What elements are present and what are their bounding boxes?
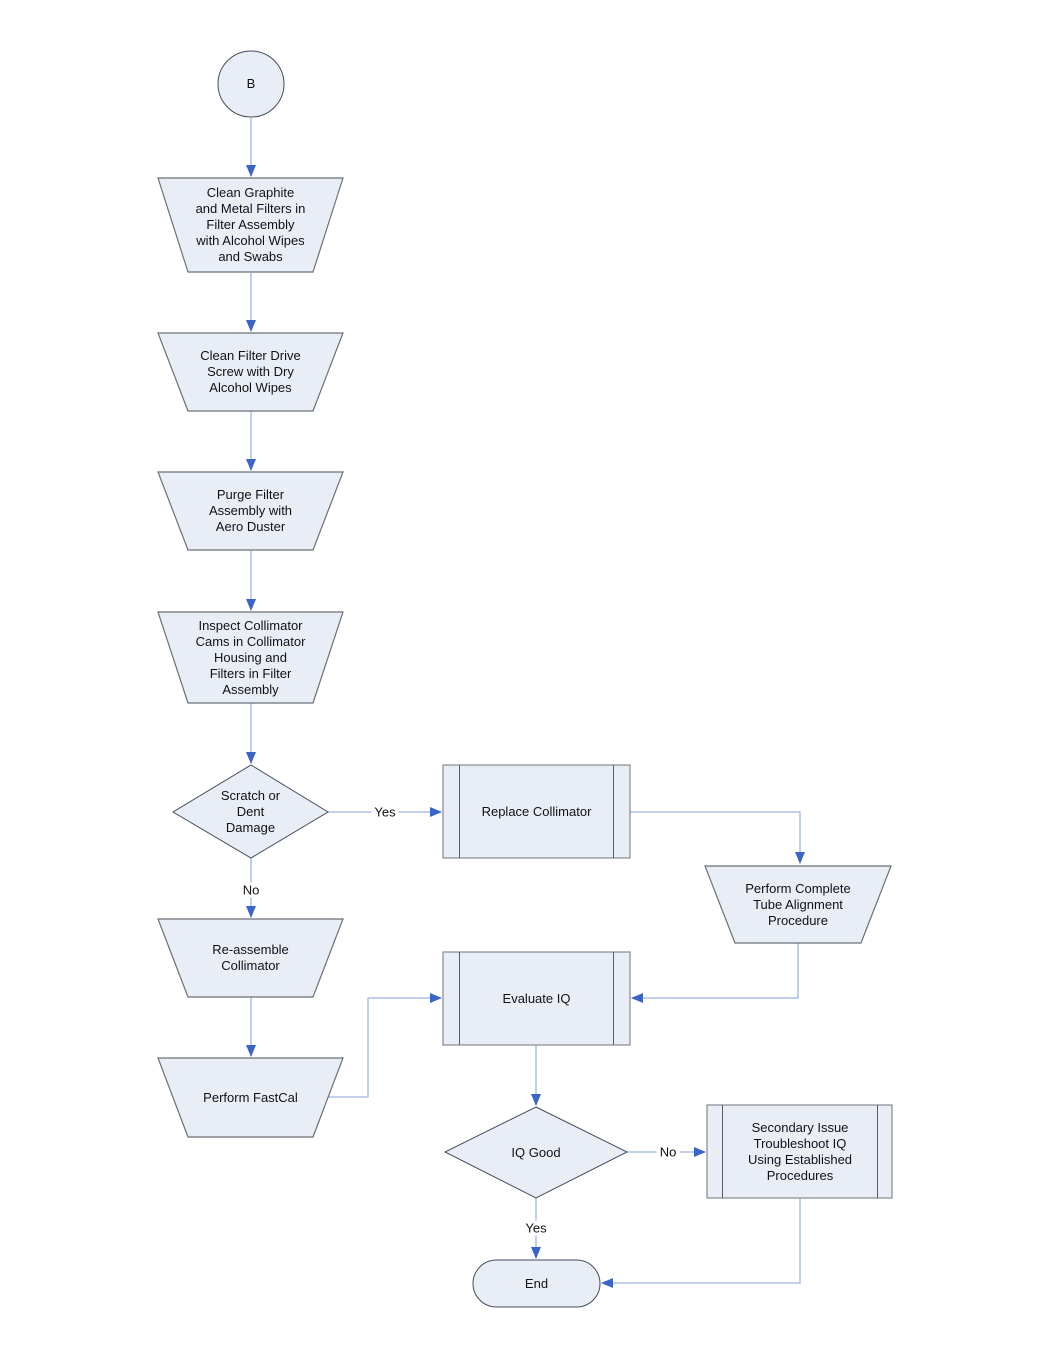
reassemble-collimator-shape [157, 918, 344, 998]
inspect-collimator-shape [157, 611, 344, 704]
tube-alignment-shape [704, 865, 892, 944]
scratch-or-dent-decision-shape [172, 764, 329, 859]
clean-drive-screw-shape [157, 332, 344, 412]
secondary-issue-shape [706, 1104, 893, 1199]
replace-collimator-shape [442, 764, 631, 859]
purge-filter-assembly-shape [157, 471, 344, 551]
edge-tube-alignment-to-evaluate-iq [631, 943, 799, 1003]
edge-secondary-to-end [601, 1198, 801, 1288]
perform-fastcal-shape [157, 1057, 344, 1138]
end-terminator-shape [472, 1259, 601, 1308]
connector-b-shape [217, 50, 285, 118]
evaluate-iq-shape [442, 951, 631, 1046]
iq-good-decision-shape [443, 1106, 629, 1199]
edge-fastcal-to-evaluate-iq [328, 993, 442, 1098]
edge-replace-to-tube-alignment [630, 811, 805, 864]
clean-filters-shape [157, 177, 344, 273]
